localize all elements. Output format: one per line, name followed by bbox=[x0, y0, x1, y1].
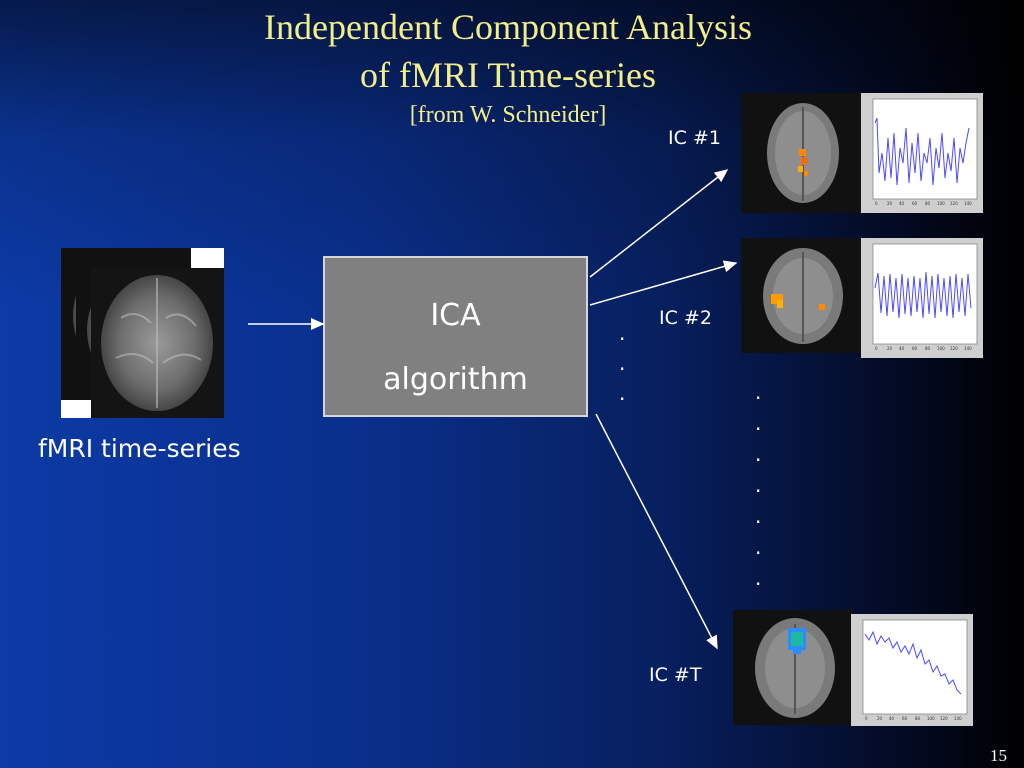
algorithm-label: algorithm bbox=[383, 362, 528, 397]
dot: . bbox=[755, 442, 762, 466]
ica-label: ICA bbox=[430, 298, 481, 333]
dot: . bbox=[619, 351, 626, 375]
svg-text:40: 40 bbox=[899, 346, 905, 351]
svg-text:80: 80 bbox=[925, 201, 931, 206]
title-line-1: Independent Component Analysis bbox=[264, 7, 752, 47]
svg-text:20: 20 bbox=[887, 201, 893, 206]
svg-text:100: 100 bbox=[937, 201, 945, 206]
svg-text:140: 140 bbox=[964, 201, 972, 206]
ic2-brain-map bbox=[741, 238, 861, 353]
dot: . bbox=[755, 380, 762, 404]
icT-label: IC #T bbox=[649, 664, 702, 686]
title-line-2: of fMRI Time-series bbox=[360, 55, 656, 95]
ic2-label: IC #2 bbox=[659, 307, 712, 329]
ica-algorithm-box: ICA algorithm bbox=[323, 256, 588, 417]
fmri-stack-image bbox=[61, 248, 224, 418]
dot: . bbox=[755, 411, 762, 435]
svg-text:0: 0 bbox=[865, 716, 868, 721]
ellipsis-small: . . . bbox=[619, 318, 625, 408]
dot: . bbox=[755, 566, 762, 590]
svg-text:20: 20 bbox=[877, 716, 883, 721]
ic2-time-course-plot: 0 20 40 60 80 100 120 140 bbox=[861, 238, 983, 358]
dot: . bbox=[619, 321, 626, 345]
svg-text:0: 0 bbox=[875, 346, 878, 351]
svg-text:0: 0 bbox=[875, 201, 878, 206]
svg-text:140: 140 bbox=[964, 346, 972, 351]
svg-text:80: 80 bbox=[915, 716, 921, 721]
arrow-to-icT bbox=[595, 413, 718, 650]
svg-text:60: 60 bbox=[902, 716, 908, 721]
ic1-time-course-plot: 0 20 40 60 80 100 120 140 bbox=[861, 93, 983, 213]
slide-number: 15 bbox=[990, 746, 1007, 765]
svg-text:40: 40 bbox=[899, 201, 905, 206]
svg-text:120: 120 bbox=[950, 201, 958, 206]
svg-text:100: 100 bbox=[937, 346, 945, 351]
svg-text:60: 60 bbox=[912, 201, 918, 206]
dot: . bbox=[755, 535, 762, 559]
dot: . bbox=[755, 504, 762, 528]
svg-text:120: 120 bbox=[940, 716, 948, 721]
dot: . bbox=[755, 473, 762, 497]
title-source: [from W. Schneider] bbox=[409, 102, 607, 128]
ellipsis-tall: . . . . . . . bbox=[755, 377, 761, 594]
svg-text:140: 140 bbox=[954, 716, 962, 721]
ic1-label: IC #1 bbox=[668, 127, 721, 149]
svg-text:20: 20 bbox=[887, 346, 893, 351]
svg-text:120: 120 bbox=[950, 346, 958, 351]
svg-text:100: 100 bbox=[927, 716, 935, 721]
icT-brain-map bbox=[733, 610, 853, 725]
fmri-time-series-label: fMRI time-series bbox=[38, 434, 241, 463]
ic1-brain-map bbox=[741, 93, 861, 213]
icT-time-course-plot: 0 20 40 60 80 100 120 140 bbox=[851, 614, 973, 726]
arrow-to-ic1 bbox=[589, 169, 729, 278]
svg-text:60: 60 bbox=[912, 346, 918, 351]
svg-text:80: 80 bbox=[925, 346, 931, 351]
svg-text:40: 40 bbox=[889, 716, 895, 721]
dot: . bbox=[619, 381, 626, 405]
arrow-to-ic2 bbox=[589, 260, 738, 306]
